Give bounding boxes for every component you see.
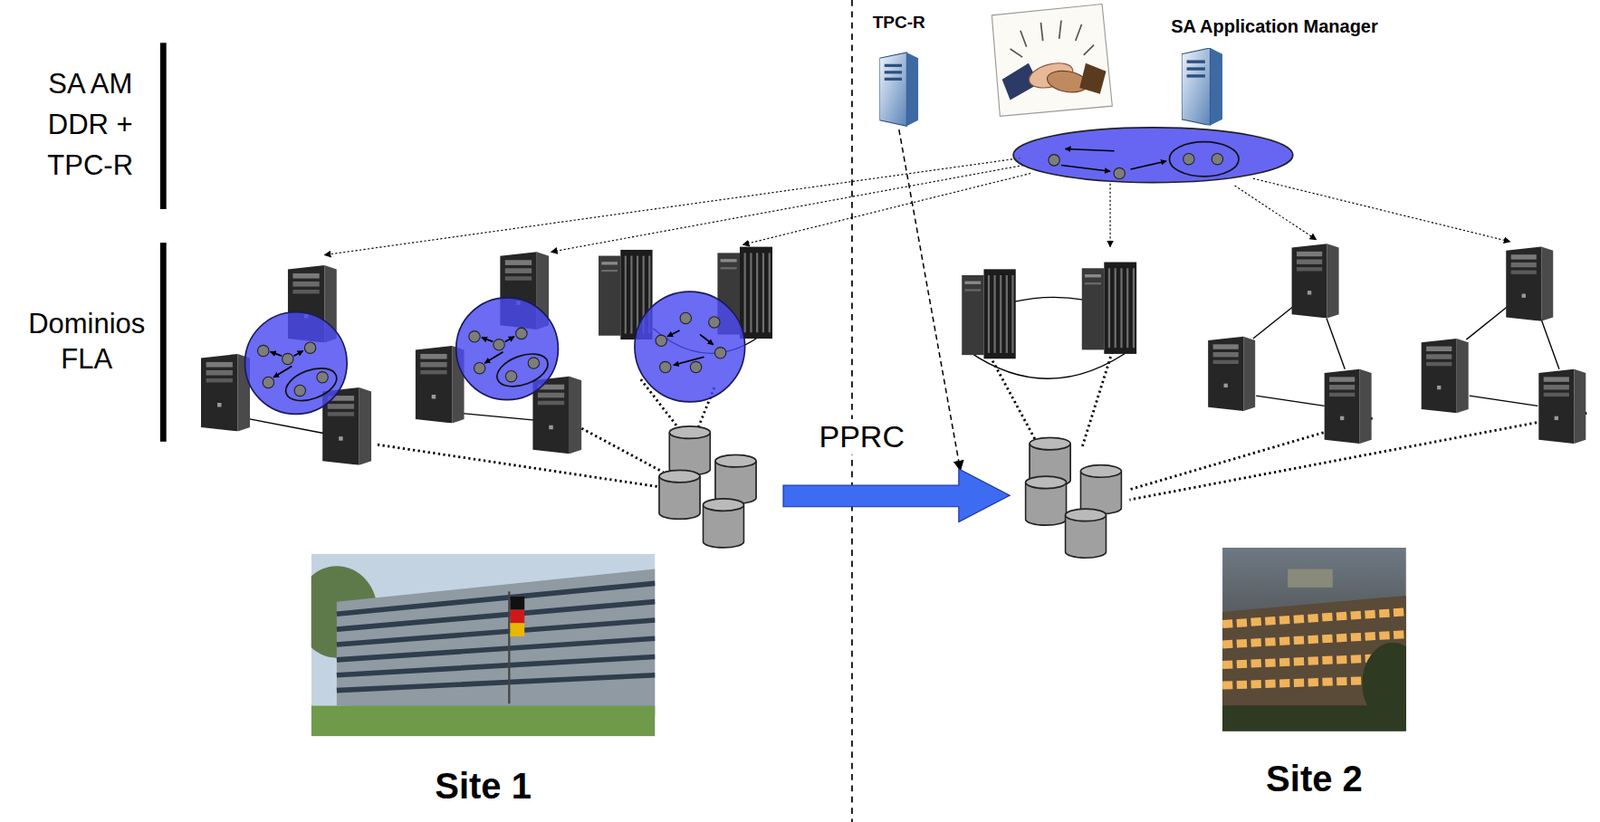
control-arrow bbox=[1235, 185, 1317, 240]
tower-server bbox=[1421, 338, 1469, 413]
node-label: Site 2 bbox=[1265, 757, 1363, 800]
site2-photo bbox=[1222, 547, 1407, 732]
disk-cylinder bbox=[702, 498, 744, 548]
site-divider bbox=[851, 0, 853, 822]
handshake-picture bbox=[991, 4, 1112, 117]
replication-arrow: PPRC bbox=[783, 469, 1010, 523]
server-node: TPC-R bbox=[867, 12, 931, 131]
photo-sign bbox=[1287, 569, 1333, 588]
tower-server bbox=[1505, 247, 1553, 322]
site-node: Site 1 bbox=[311, 554, 656, 807]
manager-ellipse bbox=[1013, 127, 1294, 183]
photo-windows bbox=[336, 583, 656, 690]
resource-dot bbox=[1048, 154, 1060, 166]
server-icon bbox=[1181, 47, 1223, 126]
control-arrow bbox=[324, 158, 1021, 256]
resource-dot bbox=[1183, 153, 1195, 165]
resource-dot bbox=[1211, 153, 1223, 165]
node-label: PPRC bbox=[816, 419, 908, 455]
tower-server bbox=[201, 354, 250, 432]
mainframe bbox=[961, 268, 1016, 359]
servers bbox=[201, 243, 1586, 466]
cluster-wire bbox=[1465, 306, 1508, 340]
domain-circle bbox=[456, 297, 559, 401]
node-label: Site 1 bbox=[434, 765, 532, 807]
group-ellipse bbox=[1168, 142, 1239, 177]
photo-ground bbox=[1222, 706, 1407, 732]
server-icon bbox=[879, 52, 919, 126]
cluster-wire bbox=[459, 412, 535, 421]
cluster-wire bbox=[1253, 306, 1294, 339]
site1-photo bbox=[311, 554, 656, 738]
cluster-wire bbox=[1013, 297, 1084, 302]
connector bbox=[899, 129, 961, 470]
photo-flag bbox=[509, 622, 525, 637]
disk-cylinder bbox=[1025, 476, 1067, 526]
storage-links bbox=[377, 352, 1587, 500]
disk-cylinder bbox=[1080, 465, 1121, 515]
relation-arrow bbox=[1064, 148, 1114, 151]
policy-ellipse bbox=[1013, 127, 1294, 183]
storage-link bbox=[1082, 352, 1113, 450]
resource-dot bbox=[1113, 167, 1125, 179]
domain-circle bbox=[634, 291, 746, 403]
cluster-wire bbox=[1326, 317, 1345, 369]
cluster-wire bbox=[1469, 395, 1539, 406]
server-node: SA Application Manager bbox=[1142, 16, 1407, 127]
sketch-lines bbox=[1010, 20, 1094, 58]
disk-cylinder bbox=[715, 454, 757, 504]
cluster-wire bbox=[1541, 317, 1560, 369]
photo-lawn bbox=[311, 706, 656, 738]
relation-arrow bbox=[1130, 161, 1167, 170]
control-arrow bbox=[1110, 183, 1112, 248]
relation-arrow bbox=[1061, 165, 1111, 173]
storage-link bbox=[377, 444, 664, 488]
arrow-shape bbox=[783, 469, 1010, 523]
photo-flagpole bbox=[507, 591, 510, 704]
disk-cylinder bbox=[669, 426, 710, 476]
storage-link bbox=[987, 352, 1036, 441]
cluster-wire bbox=[244, 418, 325, 434]
photo-flag bbox=[509, 596, 525, 611]
disk-cylinder bbox=[659, 469, 700, 519]
side-label: SA AM DDR + TPC-R bbox=[26, 64, 154, 187]
node-label: TPC-R bbox=[872, 12, 926, 33]
disk-cylinder bbox=[1064, 508, 1106, 558]
photo-flag bbox=[509, 610, 525, 624]
tower-server bbox=[1324, 369, 1372, 444]
arrow-outline bbox=[783, 469, 1010, 523]
mainframe bbox=[1082, 262, 1138, 355]
storage-link bbox=[581, 428, 663, 472]
picture-card bbox=[991, 4, 1112, 117]
control-arrow bbox=[551, 165, 1025, 253]
tower-server bbox=[1538, 369, 1586, 444]
cluster-wire bbox=[1255, 395, 1325, 406]
photo-building bbox=[336, 569, 656, 717]
site-node: Site 2 bbox=[1222, 547, 1407, 800]
control-arrow bbox=[742, 173, 1031, 246]
bracket-bar bbox=[160, 42, 167, 210]
side-label: Dominios FLA bbox=[20, 306, 154, 378]
domain-circle bbox=[244, 312, 347, 415]
tower-server bbox=[1207, 336, 1256, 412]
node-label: SA Application Manager bbox=[1170, 16, 1379, 38]
manager-arrows bbox=[324, 158, 1510, 256]
control-arrow bbox=[1253, 178, 1511, 242]
tower-server bbox=[1292, 243, 1340, 318]
sleeve bbox=[1079, 63, 1106, 95]
bracket-bar bbox=[160, 242, 167, 442]
